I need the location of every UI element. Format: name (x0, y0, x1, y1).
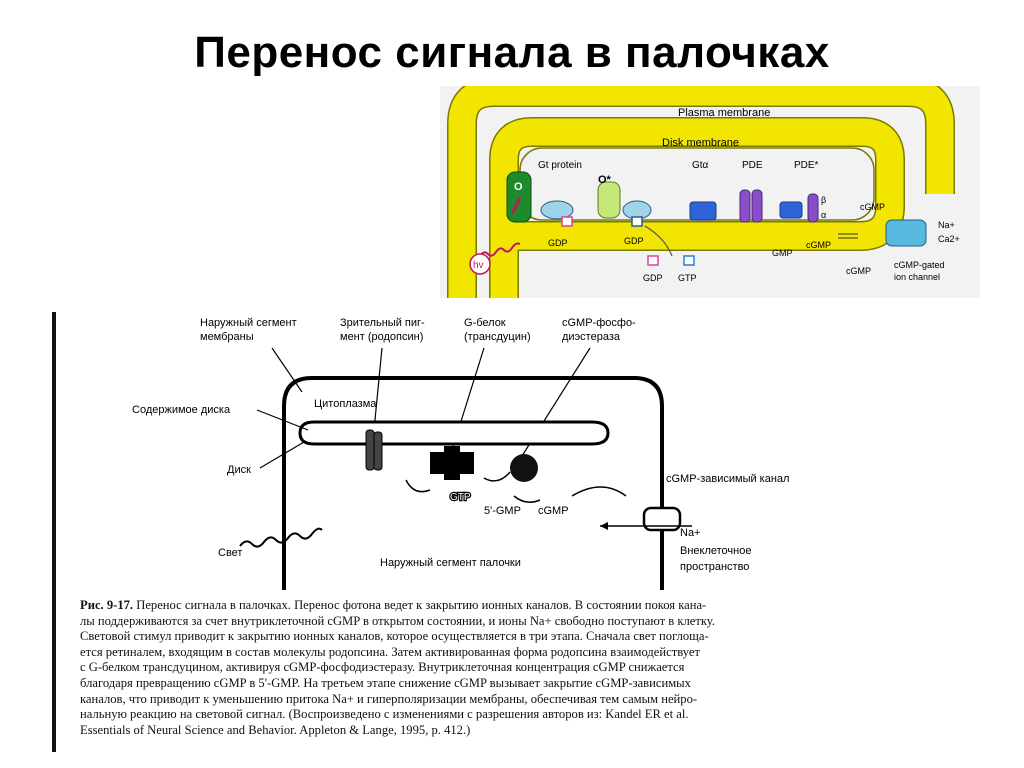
disk (298, 420, 610, 446)
pigment-label-1: Зрительный пиг- (340, 317, 425, 329)
gt-alpha-label: Gtα (692, 160, 709, 171)
gmp-label: GMP (772, 248, 793, 258)
gdp-label-3: GDP (643, 273, 663, 283)
gmp5-label: 5'-GMP (484, 505, 521, 517)
cgmp-gated-channel (885, 219, 927, 247)
rod-phototransduction-diagram: Plasma membrane Disk membrane O hv Gt pr… (447, 77, 960, 298)
extracellular-label-2: пространство (680, 561, 749, 573)
na-label: Na+ (938, 220, 955, 230)
channel-label-1: cGMP-gated (894, 260, 945, 270)
na-label: Na+ (680, 527, 701, 539)
rhodopsin (506, 171, 532, 223)
ca-label: Ca2+ (938, 234, 960, 244)
gt-protein-label: Gt protein (538, 160, 582, 171)
pde-label: PDE (742, 160, 763, 171)
light-wave (479, 242, 521, 257)
gdp-label-2: GDP (624, 236, 644, 246)
gprotein-label-1: G-белок (464, 317, 506, 329)
pde-sphere (510, 454, 538, 482)
cgmp-channel (642, 506, 682, 532)
rod-outer-membrane (282, 376, 664, 590)
light-label: Свет (218, 547, 242, 559)
disk-membrane-label: Disk membrane (662, 137, 739, 149)
gtp-label: GTP (450, 492, 471, 503)
rod-outer-segment-diagram: Наружный сегмент мембраны Зрительный пиг… (132, 317, 789, 590)
scan-edge (52, 312, 56, 752)
transducin-inactive (540, 200, 574, 220)
gprotein-label-2: (трансдуцин) (464, 331, 531, 343)
caption-line: благодаря превращению cGMP в 5'-GMP. На … (80, 675, 691, 690)
pde-active (807, 193, 819, 223)
hv-label: hv (473, 260, 484, 271)
o-star-label: O* (598, 174, 612, 186)
disk-content-label: Содержимое диска (132, 404, 231, 416)
channel-label-2: ion channel (894, 272, 940, 282)
extracellular-label-1: Внеклеточное (680, 545, 751, 557)
caption-line: Essentials of Neural Science and Behavio… (80, 722, 471, 737)
slide-title: Перенос сигнала в палочках (194, 28, 830, 77)
caption-line: лы поддерживаются за счет внутриклеточно… (80, 613, 715, 628)
caption-line: Световой стимул приводит к закрытию ионн… (80, 629, 709, 644)
caption-line: ется ретиналем, входящим в состав молеку… (80, 644, 700, 659)
pigment-label-2: мент (родопсин) (340, 331, 423, 343)
beta-label: β (821, 195, 826, 205)
cytoplasm-label: Цитоплазма (314, 398, 377, 410)
cgmp-label-2: cGMP (860, 202, 885, 212)
rhodopsin-label: O (514, 181, 523, 193)
caption-line: каналов, что приводит к уменьшению прито… (80, 691, 698, 706)
pde-inactive (739, 189, 751, 223)
gdp-label-1: GDP (548, 238, 568, 248)
outer-membrane-label-1: Наружный сегмент (200, 317, 297, 329)
caption-line: Перенос сигнала в палочках. Перенос фото… (136, 598, 707, 612)
light-wave (239, 527, 323, 548)
top-figure: Plasma membrane Disk membrane O hv Gt pr… (440, 77, 980, 298)
rhodopsin-active (597, 181, 621, 219)
caption-figure-number: Рис. 9-17. (80, 598, 134, 612)
caption-line: с G-белком трансдуцином, активируя cGMP-… (80, 660, 685, 675)
plasma-membrane-label: Plasma membrane (678, 107, 770, 119)
outer-membrane-label-2: мембраны (200, 331, 254, 343)
gtp-label: GTP (678, 273, 697, 283)
transducin-alpha (689, 201, 717, 221)
caption-line: нальную реакцию на световой сигнал. (Вос… (80, 707, 689, 722)
photon-icon (469, 253, 491, 275)
disk-label: Диск (227, 464, 251, 476)
rod-segment-label: Наружный сегмент палочки (380, 557, 521, 569)
rhodopsin (365, 429, 375, 471)
channel-label: cGMP-зависимый канал (666, 473, 789, 485)
alpha-label: α (821, 210, 826, 220)
pde-label-1: cGMP-фосфо- (562, 317, 636, 329)
cgmp-label-3: cGMP (846, 266, 871, 276)
pde-label-2: диэстераза (562, 331, 621, 343)
pde-star-label: PDE* (794, 160, 819, 171)
figure-caption: Рис. 9-17. Перенос сигнала в палочках. П… (80, 598, 920, 738)
cgmp-label: cGMP (538, 505, 569, 517)
cgmp-label-1: cGMP (806, 240, 831, 250)
bottom-figure: Наружный сегмент мембраны Зрительный пиг… (52, 310, 932, 590)
